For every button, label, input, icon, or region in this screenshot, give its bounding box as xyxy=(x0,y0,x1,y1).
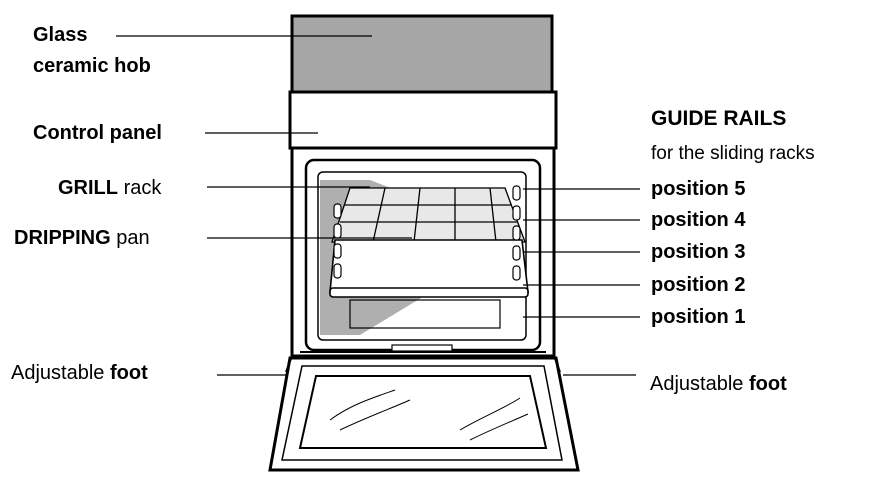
cavity-back-wall xyxy=(349,299,501,329)
grill-rack-shape xyxy=(331,187,526,243)
position-5-label: position 5 xyxy=(651,178,746,200)
glass-hob-label-line1: Glass xyxy=(33,24,88,46)
grill-rack-label: GRILL rack xyxy=(58,176,161,200)
control-panel-body xyxy=(288,90,558,150)
foot-left-marker xyxy=(285,355,293,373)
dripping-pan-label-rest: pan xyxy=(116,227,150,249)
foot-left-label-text: Adjustable xyxy=(11,362,105,384)
foot-right-label-text: Adjustable xyxy=(650,373,744,395)
hob-surface xyxy=(290,14,554,94)
leader-lines xyxy=(116,35,640,376)
grill-rack-label-rest: rack xyxy=(123,177,162,199)
door-glass xyxy=(298,375,548,449)
foot-left-label: Adjustable foot xyxy=(11,361,148,385)
guide-rails-title: GUIDE RAILS xyxy=(651,107,787,130)
foot-left-label-bold: foot xyxy=(109,362,148,384)
dripping-pan-label: DRIPPING pan xyxy=(14,226,150,250)
position-2-label: position 2 xyxy=(651,274,746,296)
foot-right-label-bold: foot xyxy=(748,373,787,395)
position-1-label: position 1 xyxy=(651,306,746,328)
position-3-label: position 3 xyxy=(651,241,746,263)
control-panel-label: Control panel xyxy=(33,122,162,144)
position-4-label: position 4 xyxy=(651,209,746,231)
door-glass-reflections xyxy=(329,389,529,441)
door-handle-slot xyxy=(391,344,453,352)
foot-right-marker xyxy=(553,355,561,373)
dripping-pan-label-bold: DRIPPING xyxy=(14,227,111,249)
grill-rack-label-bold: GRILL xyxy=(58,177,118,199)
guide-rail-slots xyxy=(333,185,521,281)
glass-hob-label: Glass ceramic hob xyxy=(33,23,151,78)
glass-hob-label-line2: ceramic hob xyxy=(33,55,151,77)
foot-right-label: Adjustable foot xyxy=(650,372,787,396)
guide-rails-subtitle: for the sliding racks xyxy=(651,143,815,164)
dripping-pan-shape xyxy=(329,239,529,298)
